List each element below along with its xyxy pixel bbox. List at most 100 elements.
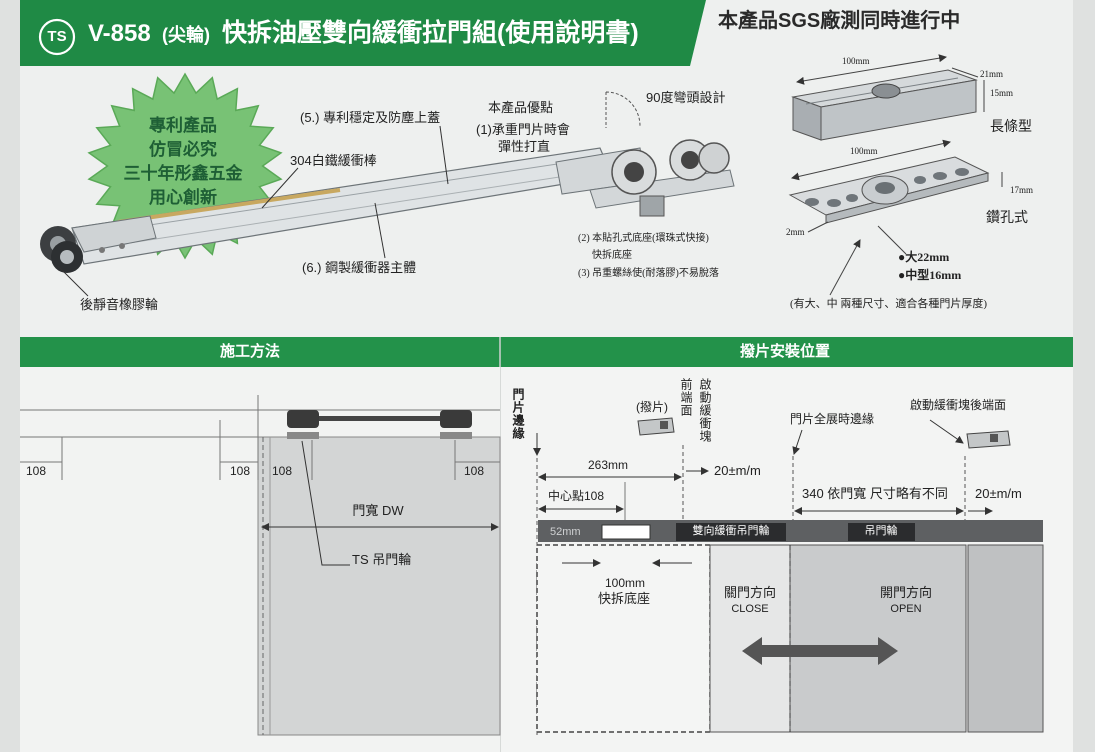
base-width-label: 100mm (605, 576, 646, 590)
buffer-roller-label: 雙向緩衝吊門輪 (692, 525, 770, 537)
plate-hole (955, 168, 969, 176)
rail-top-lip (75, 156, 605, 237)
cover-label: (5.) 專利穩定及防塵上蓋 (300, 110, 441, 125)
rail-groove (109, 171, 593, 247)
roller-left (287, 410, 319, 428)
plate-thickness: 2mm (786, 227, 805, 237)
front-wheel-hub (624, 162, 644, 182)
track-bar (538, 520, 1043, 542)
roller-label: 吊門輪 (864, 525, 898, 537)
bar-width: 21mm (980, 69, 1004, 79)
body-label: (6.) 鋼製緩衝器主體 (302, 260, 417, 275)
dim-108: 108 (26, 464, 47, 478)
size-note: (有大、中 兩種尺寸、適合各種門片厚度) (790, 298, 988, 310)
badge-line: 仿冒必究 (149, 140, 217, 159)
open-direction-label: 開門方向 (879, 585, 933, 600)
double-direction-arrow (742, 637, 898, 665)
plate-hole (914, 176, 926, 184)
dim-108: 108 (464, 464, 485, 478)
stainless-rod (117, 188, 341, 224)
center-label: 中心點108 (548, 489, 605, 503)
plate-mount-drawing (788, 139, 1003, 296)
rear-wheel-hub (60, 250, 74, 264)
badge-line: 三十年彤鑫五金 (123, 164, 243, 183)
plate-thickness-leader (807, 221, 829, 233)
trigger-rear-face-label: 啟動緩衝塊後端面 (910, 398, 1007, 412)
plate-height: 17mm (1010, 185, 1034, 195)
bar-width-dimension (951, 67, 979, 78)
dim-108: 108 (272, 464, 293, 478)
size-large: ●大22mm (898, 250, 950, 264)
rod-label: 304白鐵緩衝棒 (290, 153, 377, 168)
bar-length-dimension (796, 54, 947, 85)
track-width-label: 52mm (550, 526, 581, 538)
bar-boss (871, 83, 901, 99)
model-number: V-858 (88, 20, 151, 47)
close-direction-label: 關門方向 (723, 585, 777, 600)
plate-note-arrow (829, 239, 861, 296)
model-variant: (尖輪) (162, 25, 210, 45)
section-title-position: 撥片安裝位置 (739, 343, 831, 360)
plate-length: 100mm (850, 146, 878, 156)
full-open-arrow (792, 429, 803, 455)
paddle-label: (撥片) (636, 400, 668, 414)
door-edge-label: 門片邊緣 (511, 388, 525, 440)
leader-rear-wheel (57, 265, 89, 297)
advantage-1-line2: 彈性打直 (498, 139, 551, 154)
rear-face-arrow (929, 419, 964, 444)
roller-base-right (440, 432, 472, 439)
door-close-panel (709, 544, 791, 733)
buffer-roller-box (676, 523, 786, 541)
span-label: 340 依門寬 尺寸略有不同 (802, 486, 948, 501)
paddle-icon (637, 417, 675, 436)
rail-hole (99, 247, 105, 253)
open-direction-en: OPEN (890, 603, 922, 615)
bar-length: 100mm (842, 56, 870, 66)
ts-logo-text: TS (47, 28, 67, 45)
door-far-panel (967, 544, 1044, 733)
plate-type-label: 鑽孔式 (986, 209, 1028, 225)
position-diagram (533, 417, 1044, 735)
bar-height: 15mm (990, 88, 1014, 98)
header-band (20, 0, 706, 66)
trigger-block-icon (966, 430, 1011, 449)
plate-hole (827, 199, 841, 207)
elbow-angle-symbol (605, 91, 641, 128)
advantage-1-line1: (1)承重門片時會 (476, 122, 570, 137)
badge-line: 專利產品 (149, 116, 217, 135)
plate-length-dimension (791, 139, 951, 181)
paddle-icon-hole (660, 421, 668, 429)
door-width-label: 門寬 DW (352, 503, 404, 518)
quick-base-slot (601, 524, 651, 540)
door-panel (257, 436, 501, 736)
gap-rear-label: 20±m/m (975, 486, 1022, 501)
close-direction-en: CLOSE (731, 603, 769, 615)
front-wheel-hub (681, 151, 699, 169)
trigger-block-label: 啟動緩衝塊 (698, 378, 712, 443)
ts-logo-ring (38, 18, 76, 56)
buffer-rail (290, 416, 470, 421)
roller-right (440, 410, 472, 428)
full-open-edge-label: 門片全展時邊緣 (790, 412, 875, 426)
buffer-assembly-drawing (40, 91, 735, 297)
leader-rod (261, 167, 299, 209)
leader-cover (439, 125, 449, 185)
section-title-install: 施工方法 (219, 343, 281, 360)
plate-hole (846, 194, 858, 202)
plate-size-leader (877, 225, 907, 255)
advantages-title: 本產品優點 (488, 100, 554, 115)
gap-front-label: 20±m/m (714, 463, 761, 478)
advantage-2-line2: 快拆底座 (592, 250, 632, 261)
plate-hole (805, 198, 819, 206)
hanger-bolt (639, 195, 665, 217)
advantage-2-line1: (2) 本貼孔式底座(環珠式快接) (578, 233, 709, 244)
sgs-notice: 本產品SGS廠測同時進行中 (718, 10, 961, 32)
install-diagram (20, 395, 501, 736)
leader-body (374, 202, 386, 259)
roller-base-left (287, 432, 319, 439)
roller-leader (301, 440, 350, 566)
size-medium: ●中型16mm (898, 268, 962, 282)
ts-roller-label: TS 吊門輪 (352, 552, 412, 567)
